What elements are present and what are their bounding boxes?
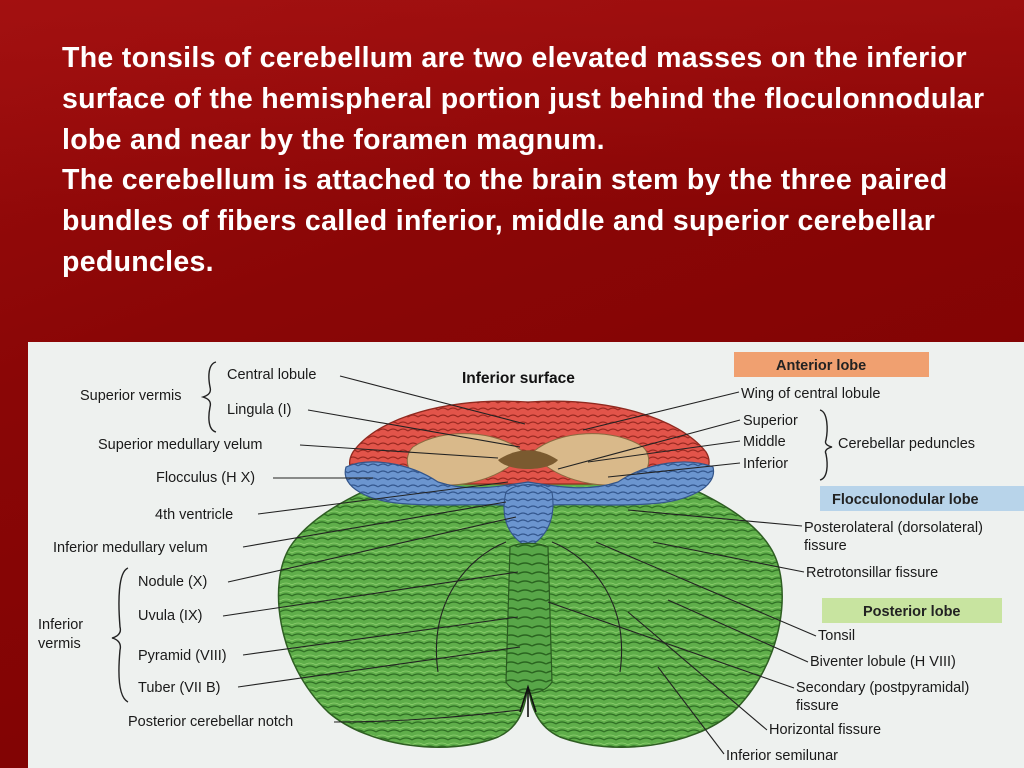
label-secondary-fissure-2: fissure (796, 698, 839, 714)
label-flocculus: Flocculus (H X) (156, 470, 255, 486)
paragraph-tonsils: The tonsils of cerebellum are two elevat… (62, 42, 985, 156)
posterior-lobe-label: Posterior lobe (863, 604, 961, 620)
slide-body-text: The tonsils of cerebellum are two elevat… (62, 38, 1012, 283)
slide-background-band (0, 0, 1024, 215)
label-secondary-fissure-1: Secondary (postpyramidal) (796, 680, 969, 696)
label-peduncle-middle: Middle (743, 434, 786, 450)
label-superior-medullary-velum: Superior medullary velum (98, 437, 262, 453)
label-central-lobule: Central lobule (227, 367, 316, 383)
label-inferior-semilunar: Inferior semilunar (726, 748, 838, 764)
anterior-lobe-label: Anterior lobe (776, 358, 866, 374)
label-lingula: Lingula (I) (227, 402, 291, 418)
cerebellum-diagram: Inferior surface Anterior lobe Flocculon… (38, 352, 1024, 764)
flocculonodular-lobe-label: Flocculonodular lobe (832, 492, 979, 508)
nodule-shape (503, 483, 554, 548)
label-wing-of-central-lobule: Wing of central lobule (741, 386, 880, 402)
label-peduncle-inferior: Inferior (743, 456, 788, 472)
label-tonsil: Tonsil (818, 628, 855, 644)
fourth-ventricle-shape (498, 450, 558, 469)
label-posterolateral-2: fissure (804, 538, 847, 554)
label-nodule: Nodule (X) (138, 574, 207, 590)
label-posterior-cerebellar-notch: Posterior cerebellar notch (128, 714, 293, 730)
figure-title: Inferior surface (462, 370, 575, 387)
inferior-vermis-shape (505, 542, 553, 694)
cerebellum-inferior-surface-figure: Inferior surface Anterior lobe Flocculon… (28, 342, 1024, 768)
label-inferior-vermis-2: vermis (38, 636, 81, 652)
label-superior-vermis: Superior vermis (80, 388, 182, 404)
label-fourth-ventricle: 4th ventricle (155, 507, 233, 523)
cerebellum-drawing (277, 400, 783, 748)
label-inferior-vermis-1: Inferior (38, 617, 83, 633)
label-retrotonsillar-fissure: Retrotonsillar fissure (806, 565, 938, 581)
posterior-lobe-box (822, 598, 1002, 623)
label-biventer-lobule: Biventer lobule (H VIII) (810, 654, 956, 670)
label-horizontal-fissure: Horizontal fissure (769, 722, 881, 738)
label-inferior-medullary-velum: Inferior medullary velum (53, 540, 208, 556)
paragraph-peduncles: The cerebellum is attached to the brain … (62, 164, 948, 278)
label-uvula: Uvula (IX) (138, 608, 202, 624)
label-pyramid: Pyramid (VIII) (138, 648, 227, 664)
flocculonodular-lobe-box (820, 486, 1024, 511)
label-cerebellar-peduncles: Cerebellar peduncles (838, 436, 975, 452)
label-posterolateral-1: Posterolateral (dorsolateral) (804, 520, 983, 536)
anterior-lobe-box (734, 352, 929, 377)
label-peduncle-superior: Superior (743, 413, 798, 429)
label-tuber: Tuber (VII B) (138, 680, 220, 696)
